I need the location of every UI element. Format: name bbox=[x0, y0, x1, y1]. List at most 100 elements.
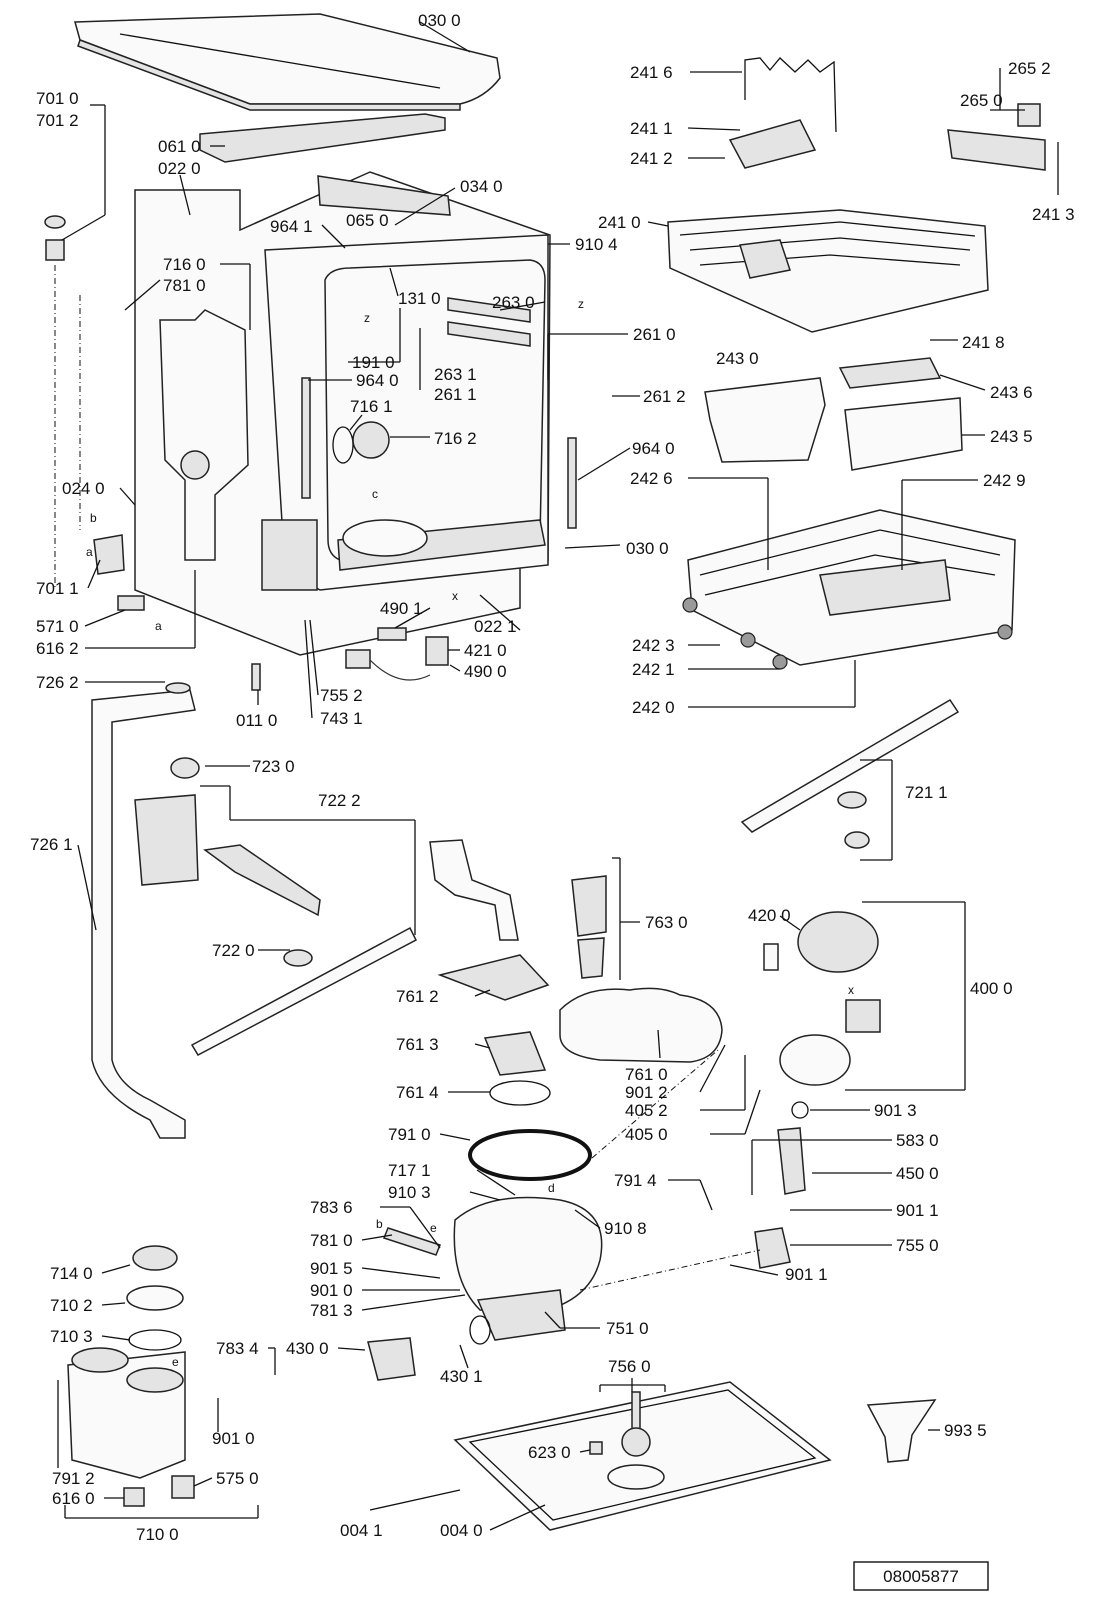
part-label-723-0: 723 0 bbox=[252, 757, 295, 776]
part-label-263-0: 263 0 bbox=[492, 293, 535, 312]
part-label-571-0: 571 0 bbox=[36, 617, 79, 636]
top-lid-drawing bbox=[74, 13, 501, 111]
part-label-241-2: 241 2 bbox=[630, 149, 673, 168]
part-label-263-1: 263 1 bbox=[434, 365, 477, 384]
part-label-241-1: 241 1 bbox=[630, 119, 673, 138]
part-label-241-3: 241 3 bbox=[1032, 205, 1075, 224]
part-label-022-0: 022 0 bbox=[158, 159, 201, 178]
part-label-242-6: 242 6 bbox=[630, 469, 673, 488]
part-label-420-0: 420 0 bbox=[748, 906, 791, 925]
part-labels: 030 0 265 2 241 6 701 0 701 2 265 0 241 … bbox=[30, 11, 1075, 1544]
part-label-011-0: 011 0 bbox=[236, 711, 277, 730]
part-label-490-1: 490 1 bbox=[380, 599, 423, 618]
part-label-910-4: 910 4 bbox=[575, 235, 618, 254]
part-label-901-5: 901 5 bbox=[310, 1259, 353, 1278]
connection-letter-x-cabinet: x bbox=[452, 589, 458, 603]
part-label-701-2: 701 2 bbox=[36, 111, 79, 130]
rail-clip-drawing bbox=[1017, 103, 1041, 127]
part-label-726-2: 726 2 bbox=[36, 673, 79, 692]
part-label-791-2: 791 2 bbox=[52, 1469, 95, 1488]
connection-lines bbox=[54, 265, 761, 1291]
connection-letters: z z c x b a a x e b d e bbox=[86, 297, 854, 1369]
part-label-910-8: 910 8 bbox=[604, 1219, 647, 1238]
heater-element-drawing bbox=[383, 1227, 441, 1256]
cabinet-drawing bbox=[134, 171, 577, 656]
part-label-761-3: 761 3 bbox=[396, 1035, 439, 1054]
valve-571-drawing bbox=[117, 595, 145, 611]
part-label-241-0: 241 0 bbox=[598, 213, 641, 232]
part-label-716-0: 716 0 bbox=[163, 255, 206, 274]
pump-motor-drawing bbox=[797, 911, 879, 973]
part-label-901-2: 901 2 bbox=[625, 1083, 668, 1102]
part-label-421-0: 421 0 bbox=[464, 641, 507, 660]
part-label-191-0: 191 0 bbox=[352, 353, 395, 372]
part-label-755-2: 755 2 bbox=[320, 686, 363, 705]
part-label-261-1: 261 1 bbox=[434, 385, 477, 404]
part-label-993-5: 993 5 bbox=[944, 1421, 987, 1440]
part-label-791-0: 791 0 bbox=[388, 1125, 431, 1144]
part-label-030-0-mid: 030 0 bbox=[626, 539, 669, 558]
part-label-616-0: 616 0 bbox=[52, 1489, 95, 1508]
part-label-061-0: 061 0 bbox=[158, 137, 201, 156]
part-label-575-0: 575 0 bbox=[216, 1469, 259, 1488]
part-label-623-0: 623 0 bbox=[528, 1443, 571, 1462]
sump-drawing bbox=[453, 1196, 603, 1313]
part-label-701-1: 701 1 bbox=[36, 579, 79, 598]
part-label-242-9: 242 9 bbox=[983, 471, 1026, 490]
part-label-405-2: 405 2 bbox=[625, 1101, 668, 1120]
funnel-drawing bbox=[866, 1399, 937, 1463]
connection-letter-c: c bbox=[372, 487, 378, 501]
basket-lid-drawing bbox=[838, 357, 942, 389]
coarse-filter-drawing bbox=[571, 875, 607, 937]
part-label-717-1: 717 1 bbox=[388, 1161, 431, 1180]
foot-screw-drawing bbox=[45, 239, 65, 261]
lower-spray-arm-drawing bbox=[190, 926, 417, 1056]
leader-lines bbox=[57, 21, 1059, 1531]
part-label-783-6: 783 6 bbox=[310, 1198, 353, 1217]
part-label-721-1: 721 1 bbox=[905, 783, 948, 802]
part-label-964-0-upper: 964 0 bbox=[356, 371, 399, 390]
upper-spray-arm-drawing bbox=[740, 698, 960, 833]
part-label-022-1: 022 1 bbox=[474, 617, 517, 636]
part-label-751-0: 751 0 bbox=[606, 1319, 649, 1338]
hose-450-drawing bbox=[777, 1127, 806, 1195]
large-cutlery-basket-drawing bbox=[844, 397, 963, 471]
part-label-241-6: 241 6 bbox=[630, 63, 673, 82]
part-label-261-0: 261 0 bbox=[633, 325, 676, 344]
sensor-575-drawing bbox=[171, 1475, 195, 1499]
small-cutlery-basket-drawing bbox=[704, 377, 826, 463]
part-label-910-3: 910 3 bbox=[388, 1183, 431, 1202]
part-label-722-0: 722 0 bbox=[212, 941, 255, 960]
insulation-mat-drawing bbox=[199, 113, 446, 163]
lower-basket-drawing bbox=[682, 509, 1016, 670]
part-label-755-0: 755 0 bbox=[896, 1236, 939, 1255]
part-label-964-0-lower: 964 0 bbox=[632, 439, 675, 458]
part-label-430-0: 430 0 bbox=[286, 1339, 329, 1358]
part-drawings bbox=[44, 13, 1046, 1531]
part-label-722-2: 722 2 bbox=[318, 791, 361, 810]
part-label-265-2: 265 2 bbox=[1008, 59, 1051, 78]
part-label-583-0: 583 0 bbox=[896, 1131, 939, 1150]
part-label-241-8: 241 8 bbox=[962, 333, 1005, 352]
connection-letter-z-right: z bbox=[578, 297, 584, 311]
part-label-901-0-salt: 901 0 bbox=[212, 1429, 255, 1448]
part-label-004-0: 004 0 bbox=[440, 1521, 483, 1540]
part-label-131-0: 131 0 bbox=[398, 289, 441, 308]
drawing-number-box: 08005877 bbox=[853, 1561, 989, 1591]
sump-cover-drawing bbox=[483, 1031, 547, 1076]
connection-letter-d: d bbox=[548, 1181, 555, 1195]
part-label-901-0-sump: 901 0 bbox=[310, 1281, 353, 1300]
part-label-616-2: 616 2 bbox=[36, 639, 79, 658]
capacitor-drawing bbox=[763, 943, 779, 971]
part-label-265-0: 265 0 bbox=[960, 91, 1003, 110]
elbow-755-drawing bbox=[754, 1227, 791, 1269]
salt-container-drawing bbox=[67, 1245, 186, 1479]
connection-letter-e-salt: e bbox=[172, 1355, 179, 1369]
upper-basket-drawing bbox=[667, 209, 989, 333]
part-label-901-1-lower: 901 1 bbox=[785, 1265, 828, 1284]
part-label-901-3: 901 3 bbox=[874, 1101, 917, 1120]
part-label-763-0: 763 0 bbox=[645, 913, 688, 932]
connection-letter-a-left: a bbox=[86, 545, 93, 559]
connection-letter-b-heater: b bbox=[376, 1217, 383, 1231]
